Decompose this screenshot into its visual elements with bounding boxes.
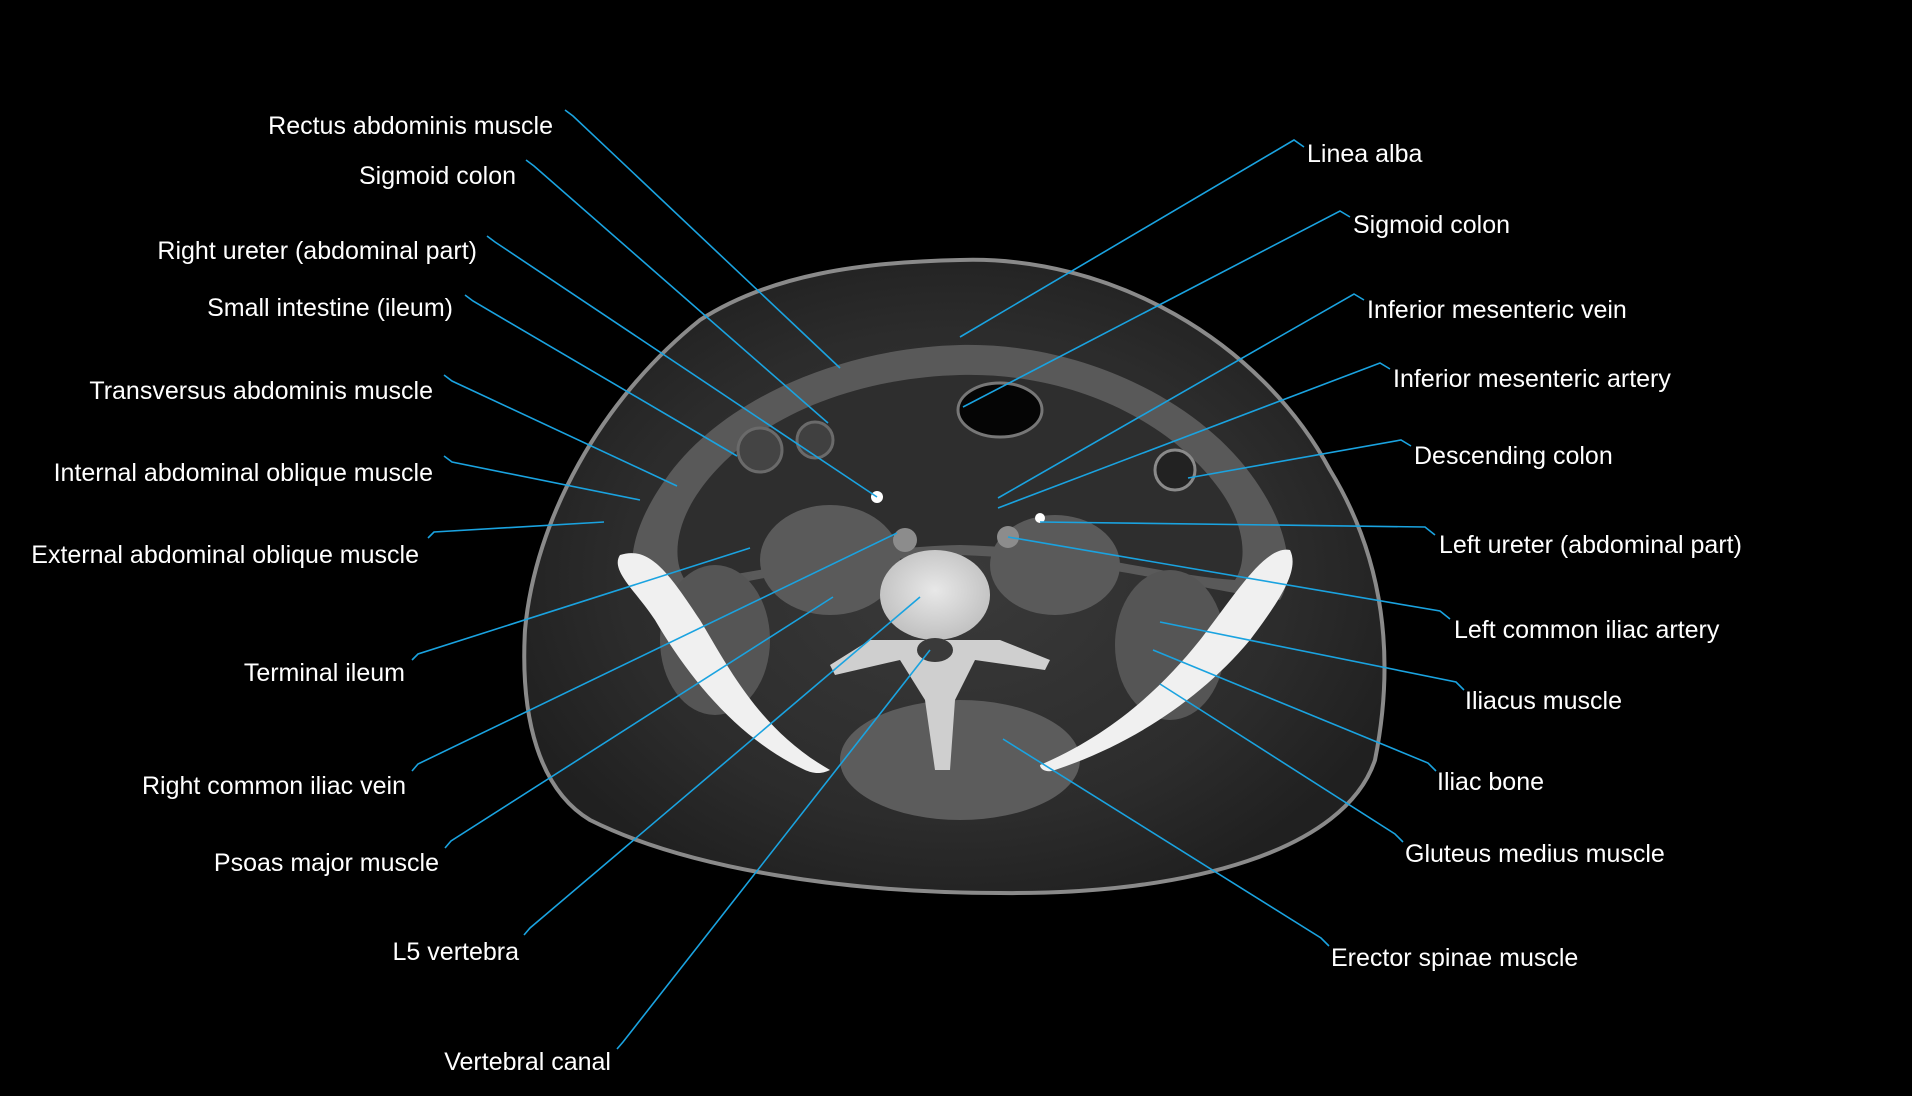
leader-line: [564, 109, 841, 369]
leader-line: [486, 235, 878, 498]
labels-right: Linea alba Sigmoid colon Inferior mesent…: [1307, 140, 1742, 972]
label-sigmoid-colon-left: Sigmoid colon: [1353, 211, 1510, 239]
label-terminal-ileum: Terminal ileum: [244, 659, 405, 687]
label-gluteus-medius-muscle: Gluteus medius muscle: [1405, 840, 1665, 868]
label-iliacus-muscle: Iliacus muscle: [1465, 687, 1622, 715]
label-sigmoid-colon-right: Sigmoid colon: [359, 162, 516, 190]
leader-lines: [411, 109, 1465, 1050]
leader-line: [444, 596, 834, 849]
leader-line: [411, 547, 751, 661]
leader-line: [443, 455, 641, 501]
label-linea-alba: Linea alba: [1307, 140, 1422, 168]
sigmoid-colon-gas: [956, 381, 1044, 439]
label-inferior-mesenteric-vein: Inferior mesenteric vein: [1367, 296, 1627, 324]
leader-line: [997, 362, 1391, 509]
label-right-common-iliac-vein: Right common iliac vein: [142, 772, 406, 800]
label-l5-vertebra: L5 vertebra: [393, 938, 520, 966]
vertebral-body: [880, 550, 990, 640]
spinal-canal: [917, 638, 953, 662]
label-rectus-abdominis-muscle: Rectus abdominis muscle: [268, 112, 553, 140]
label-external-abdominal-oblique-muscle: External abdominal oblique muscle: [31, 541, 419, 569]
leader-line: [1002, 738, 1330, 947]
label-erector-spinae-muscle: Erector spinae muscle: [1331, 944, 1578, 972]
leader-line: [1007, 536, 1451, 620]
label-transversus-abdominis-muscle: Transversus abdominis muscle: [89, 377, 433, 405]
label-iliac-bone: Iliac bone: [1437, 768, 1544, 796]
leader-line: [1187, 439, 1412, 479]
contrast-vessel: [1035, 513, 1045, 523]
right-iliac-bone: [617, 553, 830, 774]
leader-line: [427, 521, 605, 539]
leader-line: [616, 649, 931, 1050]
leader-line: [443, 374, 678, 487]
leader-line: [1039, 521, 1436, 536]
leader-line: [959, 139, 1305, 338]
bowel-loop: [795, 420, 835, 460]
leader-line: [1152, 649, 1437, 772]
vessel: [893, 528, 917, 552]
bowel-loop: [1153, 448, 1197, 492]
leader-line: [1159, 621, 1465, 691]
label-left-ureter: Left ureter (abdominal part): [1439, 531, 1742, 559]
label-small-intestine-ileum: Small intestine (ileum): [207, 294, 453, 322]
leader-line: [962, 210, 1351, 408]
leader-line: [1159, 683, 1404, 843]
erector-spinae-region: [840, 700, 1080, 820]
leader-line: [523, 596, 921, 936]
label-internal-abdominal-oblique-muscle: Internal abdominal oblique muscle: [54, 459, 433, 487]
labels-left: Rectus abdominis muscle Sigmoid colon Ri…: [31, 112, 611, 1076]
label-right-ureter: Right ureter (abdominal part): [157, 237, 477, 265]
posterior-elements: [830, 640, 1050, 770]
label-left-common-iliac-artery: Left common iliac artery: [1454, 616, 1720, 644]
bowel-loop: [736, 426, 784, 474]
leader-line: [525, 159, 829, 424]
leader-line: [997, 293, 1365, 499]
label-inferior-mesenteric-artery: Inferior mesenteric artery: [1393, 365, 1671, 393]
leader-line: [464, 294, 738, 457]
label-psoas-major-muscle: Psoas major muscle: [214, 849, 439, 877]
leader-line: [411, 532, 898, 772]
label-vertebral-canal: Vertebral canal: [444, 1048, 611, 1076]
right-psoas-region: [760, 505, 900, 615]
left-iliac-bone: [1040, 549, 1293, 772]
label-descending-colon: Descending colon: [1414, 442, 1613, 470]
